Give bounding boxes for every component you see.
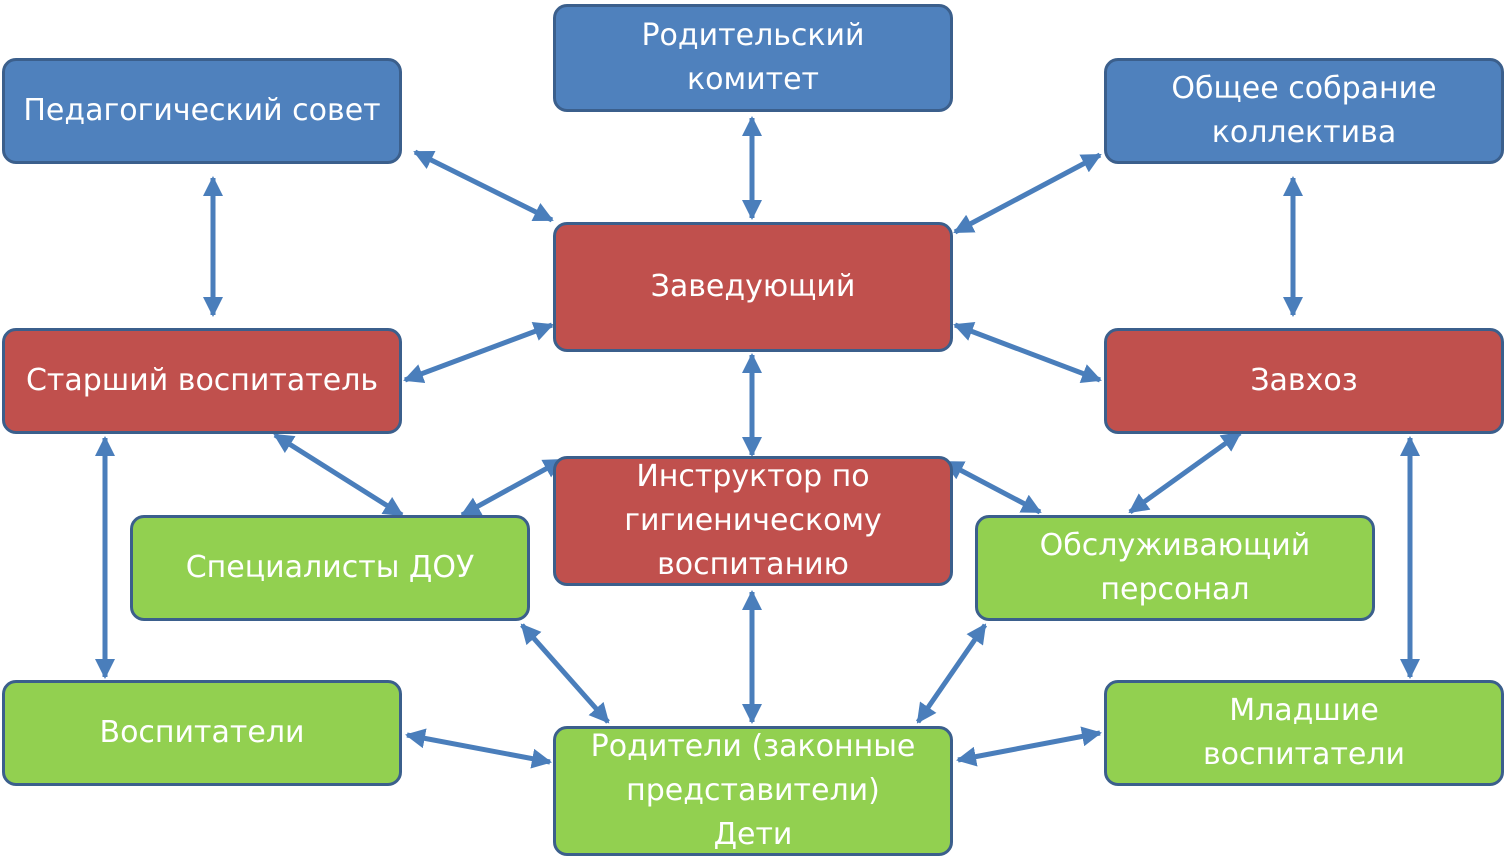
node-parents-children: Родители (законные представители) Дети — [553, 726, 953, 856]
node-label-line: Дети — [713, 817, 793, 852]
node-label-line: Завхоз — [1250, 363, 1358, 398]
arrow-ped-council-head — [413, 149, 554, 223]
arrow-specialists-parents — [520, 623, 610, 724]
node-label-line: Младшие — [1229, 693, 1379, 728]
node-pedagogical-council: Педагогический совет — [2, 58, 402, 164]
node-label-line: персонал — [1100, 572, 1250, 607]
node-general-meeting: Общее собрание коллектива — [1104, 58, 1504, 164]
node-label-line: Заведующий — [650, 269, 856, 304]
node-label-line: Педагогический совет — [23, 93, 381, 128]
arrow-junior-educators-parents — [956, 726, 1102, 767]
node-label-line: Старший воспитатель — [25, 363, 379, 398]
node-label-line: воспитатели — [1202, 737, 1406, 772]
node-label-line: Специалисты ДОУ — [185, 550, 475, 585]
node-supply-manager: Завхоз — [1104, 328, 1504, 434]
arrow-senior-educator-specialists — [273, 432, 404, 518]
arrow-general-meeting-head — [953, 152, 1102, 235]
node-label-line: воспитанию — [657, 547, 849, 582]
node-label-line: Родители (законные — [590, 729, 916, 764]
node-junior-educators: Младшие воспитатели — [1104, 680, 1504, 786]
node-parent-committee: Родительский комитет — [553, 4, 953, 112]
node-senior-educator: Старший воспитатель — [2, 328, 402, 434]
arrow-educators-parents — [405, 728, 552, 769]
node-label-line: Родительский — [641, 18, 865, 53]
node-label-line: комитет — [686, 62, 819, 97]
node-label-line: Воспитатели — [99, 715, 305, 750]
node-educators: Воспитатели — [2, 680, 402, 786]
arrow-supply-manager-service-staff — [1128, 430, 1242, 515]
node-label-line: представители) — [626, 773, 880, 808]
node-specialists: Специалисты ДОУ — [130, 515, 530, 621]
node-label-line: Обслуживающий — [1039, 528, 1311, 563]
arrow-hygiene-instructor-specialists — [460, 457, 564, 518]
node-label-line: коллектива — [1211, 115, 1397, 150]
node-label-line: гигиеническому — [624, 503, 882, 538]
node-hygiene-instructor: Инструктор по гигиеническому воспитанию — [553, 456, 953, 586]
node-service-staff: Обслуживающий персонал — [975, 515, 1375, 621]
arrow-service-staff-parents — [915, 623, 988, 724]
arrow-head-supply-manager — [953, 322, 1102, 383]
node-label-line: Инструктор по — [636, 459, 870, 494]
arrow-hygiene-instructor-service-staff — [943, 459, 1042, 515]
node-head: Заведующий — [553, 222, 953, 352]
arrow-head-senior-educator — [403, 321, 554, 384]
node-label-line: Общее собрание — [1171, 71, 1437, 106]
